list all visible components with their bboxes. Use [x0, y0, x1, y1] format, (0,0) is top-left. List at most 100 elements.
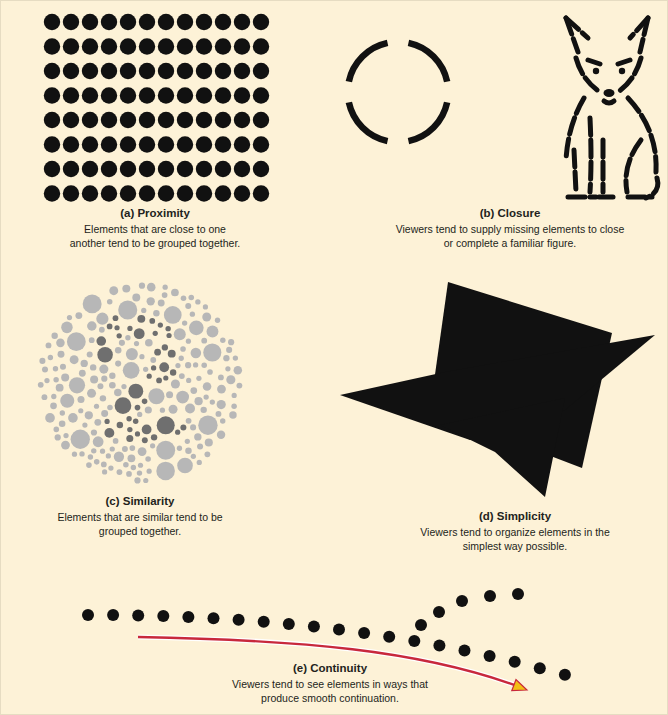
proximity-dot	[101, 63, 117, 79]
proximity-dot	[196, 87, 212, 103]
wolf-stroke	[640, 18, 648, 52]
proximity-dot	[101, 161, 117, 177]
similarity-dot	[101, 462, 107, 468]
similarity-dot	[223, 355, 229, 361]
similarity-dot	[139, 354, 144, 359]
similarity-dot	[236, 383, 242, 389]
similarity-dot	[202, 313, 211, 322]
proximity-dot	[215, 112, 231, 128]
proximity-dot	[120, 14, 136, 30]
similarity-dot	[163, 375, 168, 380]
similarity-dot	[121, 384, 126, 389]
similarity-dot	[97, 347, 113, 363]
similarity-dot	[186, 418, 192, 424]
similarity-dot	[94, 419, 101, 426]
similarity-dot	[77, 396, 84, 403]
proximity-dot	[63, 38, 79, 54]
similarity-dot	[115, 361, 121, 367]
similarity-dot	[75, 312, 82, 319]
wolf-figure	[566, 18, 658, 198]
similarity-dot	[185, 404, 195, 414]
continuity-dot	[182, 611, 194, 623]
similarity-dot	[53, 377, 58, 382]
similarity-dot	[189, 321, 204, 336]
proximity-dot	[253, 14, 269, 30]
wolf-stroke	[599, 195, 613, 200]
similarity-dot	[128, 454, 136, 462]
continuity-dot	[459, 645, 471, 657]
similarity-dot	[61, 322, 73, 334]
similarity-dot	[70, 355, 79, 364]
similarity-dot	[233, 355, 238, 360]
proximity-dot	[139, 136, 155, 152]
proximity-dot	[82, 112, 98, 128]
similarity-dot	[115, 347, 122, 354]
wolf-eye	[619, 68, 625, 74]
proximity-dot	[234, 38, 250, 54]
proximity-dot	[196, 38, 212, 54]
similarity-dot	[201, 338, 207, 344]
proximity-dot	[101, 87, 117, 103]
proximity-dot	[215, 136, 231, 152]
similarity-dot	[226, 347, 232, 353]
similarity-dot	[125, 335, 130, 340]
wolf-stroke	[618, 60, 630, 64]
similarity-dot	[185, 439, 190, 444]
continuity-dot	[358, 627, 370, 639]
similarity-dot	[177, 458, 193, 474]
similarity-dot	[131, 465, 136, 470]
similarity-dot	[195, 299, 200, 304]
wolf-stroke	[646, 178, 658, 198]
similarity-dot	[180, 346, 186, 352]
similarity-dot	[196, 376, 201, 381]
similarity-dot	[156, 378, 162, 384]
similarity-dot	[91, 448, 96, 453]
proximity-dot	[196, 185, 212, 201]
similarity-dot	[87, 321, 97, 331]
similarity-dot	[158, 300, 165, 307]
proximity-dot	[120, 87, 136, 103]
proximity-dot	[158, 38, 174, 54]
proximity-grid	[44, 14, 269, 202]
similarity-dot	[71, 430, 90, 449]
similarity-dot	[229, 411, 236, 418]
similarity-dot	[91, 429, 97, 435]
similarity-dot	[185, 303, 191, 309]
similarity-dot	[157, 416, 175, 434]
proximity-dot	[63, 63, 79, 79]
similarity-dot	[61, 441, 70, 450]
similarity-dot	[109, 373, 115, 379]
similarity-dot	[158, 322, 163, 327]
similarity-dot	[162, 344, 168, 350]
proximity-dot	[139, 87, 155, 103]
similarity-dot	[114, 389, 121, 396]
broken-circle	[346, 40, 451, 145]
wolf-stroke	[590, 118, 591, 192]
similarity-dot	[143, 367, 148, 372]
proximity-dot	[234, 161, 250, 177]
similarity-dot	[55, 434, 61, 440]
similarity-dot	[226, 375, 235, 384]
similarity-dot	[171, 380, 180, 389]
similarity-dot	[133, 419, 138, 424]
wolf-nose	[604, 89, 615, 97]
proximity-dot	[177, 63, 193, 79]
similarity-dot	[205, 438, 213, 446]
similarity-dot	[166, 333, 171, 338]
proximity-dot	[158, 112, 174, 128]
similarity-dot	[154, 349, 161, 356]
continuity-dot	[258, 616, 270, 628]
continuity-dot	[233, 614, 245, 626]
similarity-dot	[201, 363, 207, 369]
similarity-dot	[89, 337, 95, 343]
proximity-dot	[158, 14, 174, 30]
similarity-dot	[195, 397, 203, 405]
similarity-dot	[165, 326, 170, 331]
proximity-dot	[177, 14, 193, 30]
similarity-disk	[38, 283, 242, 484]
similarity-dot	[139, 283, 145, 289]
similarity-dot	[232, 393, 237, 398]
similarity-dot	[132, 294, 140, 302]
similarity-dot	[58, 351, 65, 358]
